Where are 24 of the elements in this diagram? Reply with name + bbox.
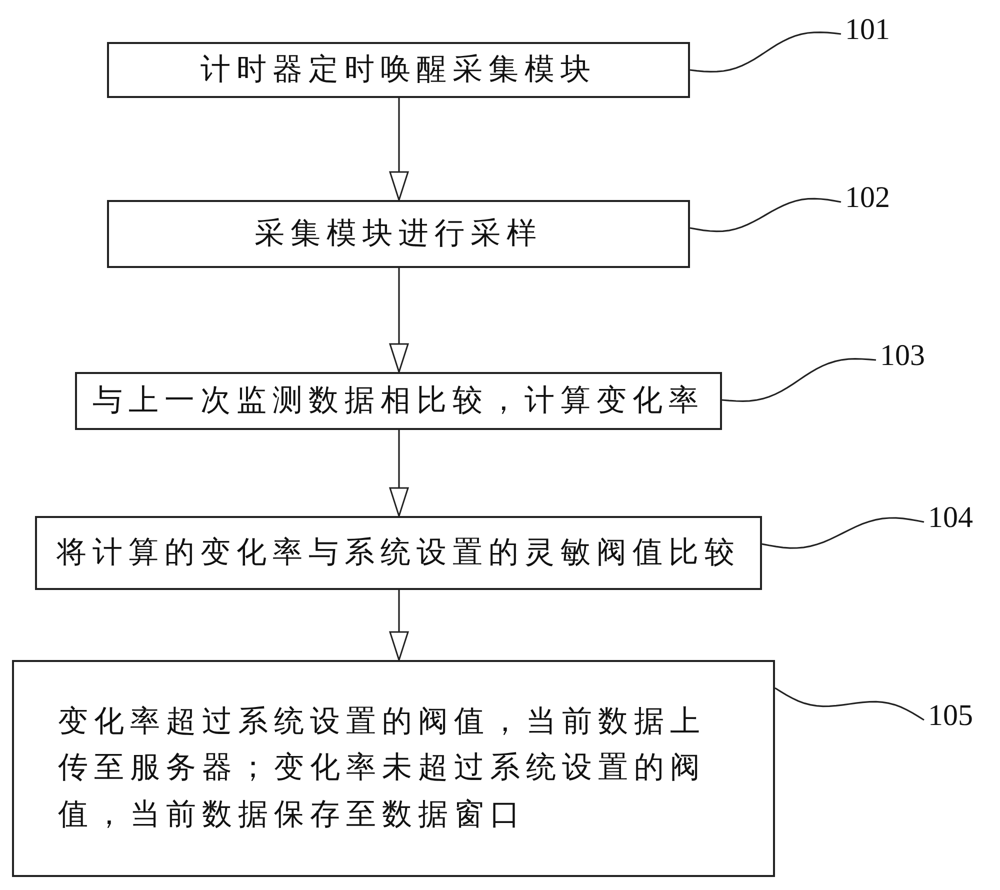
step-text: 将计算的变化率与系统设置的灵敏阀值比较 <box>56 535 740 571</box>
arrow <box>389 430 409 517</box>
leader-line <box>722 358 876 402</box>
step-text: 与上一次监测数据相比较，计算变化率 <box>92 383 704 419</box>
step-text: 采集模块进行采样 <box>254 216 542 252</box>
process-box <box>75 372 722 430</box>
process-box <box>107 200 690 268</box>
step-text: 计时器定时唤醒采集模块 <box>200 52 596 88</box>
step-number: 105 <box>928 698 998 734</box>
process-box <box>12 660 775 877</box>
leader-line <box>774 687 924 721</box>
process-box <box>107 42 690 98</box>
arrow <box>389 268 409 373</box>
step-text: 变化率超过系统设置的阀值，当前数据上传至服务器；变化率未超过系统设置的阀值，当前数据保存至数据窗口 <box>58 702 707 834</box>
process-box <box>35 516 762 590</box>
step-number: 101 <box>845 12 915 48</box>
arrow <box>389 98 409 201</box>
step-number: 102 <box>845 180 915 216</box>
leader-line <box>762 517 924 549</box>
arrow <box>389 590 409 661</box>
step-number: 103 <box>880 338 950 374</box>
leader-line <box>690 198 842 232</box>
step-number: 104 <box>928 500 998 536</box>
leader-line <box>690 32 842 72</box>
